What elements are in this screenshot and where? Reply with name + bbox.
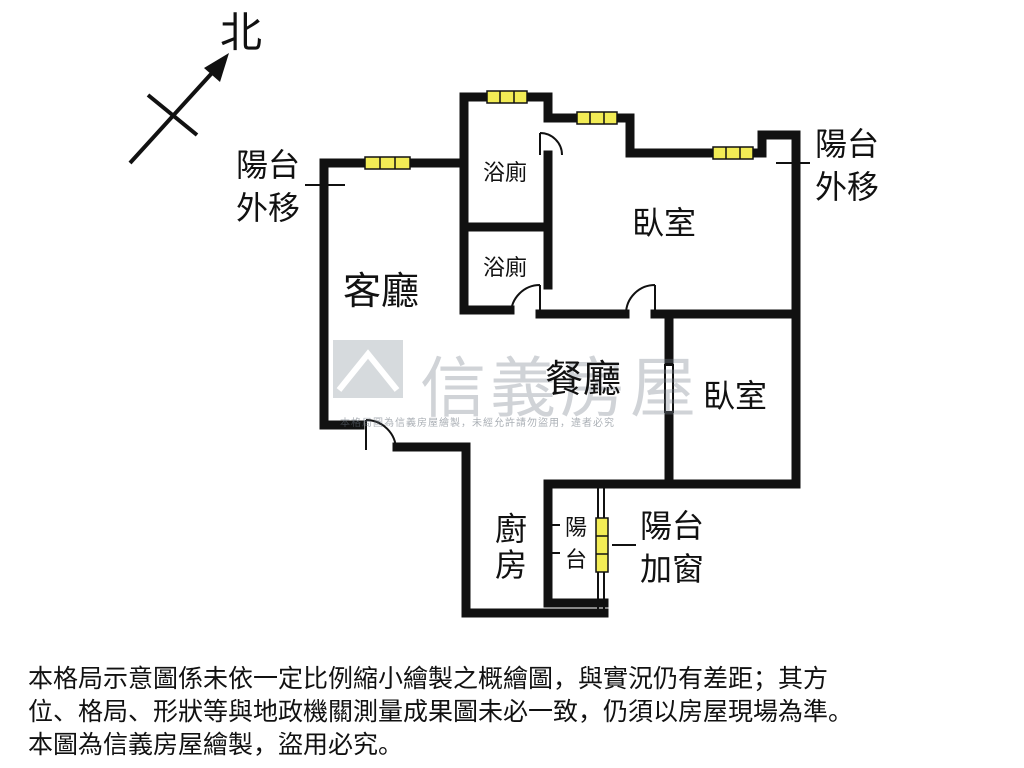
north-compass-icon	[128, 53, 229, 165]
room-bath-upper-label: 浴廁	[483, 161, 528, 186]
window-bedroom-1	[576, 111, 618, 125]
room-balcony-small-label: 陽台	[565, 516, 588, 573]
window-living	[364, 156, 411, 170]
disclaimer-line-1: 本格局示意圖係未依一定比例縮小繪製之概繪圖，與實況仍有差距；其方	[28, 664, 829, 693]
room-bedroom-second-label: 臥室	[703, 377, 768, 415]
annotation-balcony-window-2: 加窗	[640, 550, 705, 588]
room-living-label: 客廳	[343, 269, 420, 313]
doors	[365, 132, 674, 554]
windows	[364, 90, 754, 573]
room-dining-label: 餐廳	[545, 357, 622, 401]
annotation-balcony-window-1: 陽台	[640, 507, 705, 545]
walls	[319, 92, 801, 618]
room-bath-lower-label: 浴廁	[483, 256, 528, 281]
annotation-balcony-left-1: 陽台	[236, 146, 301, 184]
annotation-balcony-right-1: 陽台	[815, 125, 880, 163]
window-bedroom-2	[712, 146, 754, 160]
compass-north-label: 北	[220, 8, 263, 57]
window-bath	[486, 90, 528, 104]
disclaimer-line-2: 位、格局、形狀等與地政機關測量成果圖未必一致，仍須以房屋現場為準。	[28, 697, 854, 726]
watermark-brand: 信義房屋	[420, 350, 700, 427]
watermark-line: 本格局圖為信義房屋繪製，未經允許請勿盜用，違者必究	[340, 418, 615, 429]
annotation-balcony-right-2: 外移	[815, 168, 880, 206]
annotation-balcony-left-2: 外移	[236, 189, 301, 227]
window-balcony	[595, 517, 609, 573]
watermark-logo	[333, 340, 403, 398]
room-kitchen-label: 廚房	[495, 510, 528, 584]
disclaimer-line-3: 本圖為信義房屋繪製，盜用必究。	[28, 730, 404, 759]
disclaimer: 本格局示意圖係未依一定比例縮小繪製之概繪圖，與實況仍有差距；其方 位、格局、形狀…	[28, 662, 1008, 761]
room-bedroom-main-label: 臥室	[632, 204, 697, 242]
